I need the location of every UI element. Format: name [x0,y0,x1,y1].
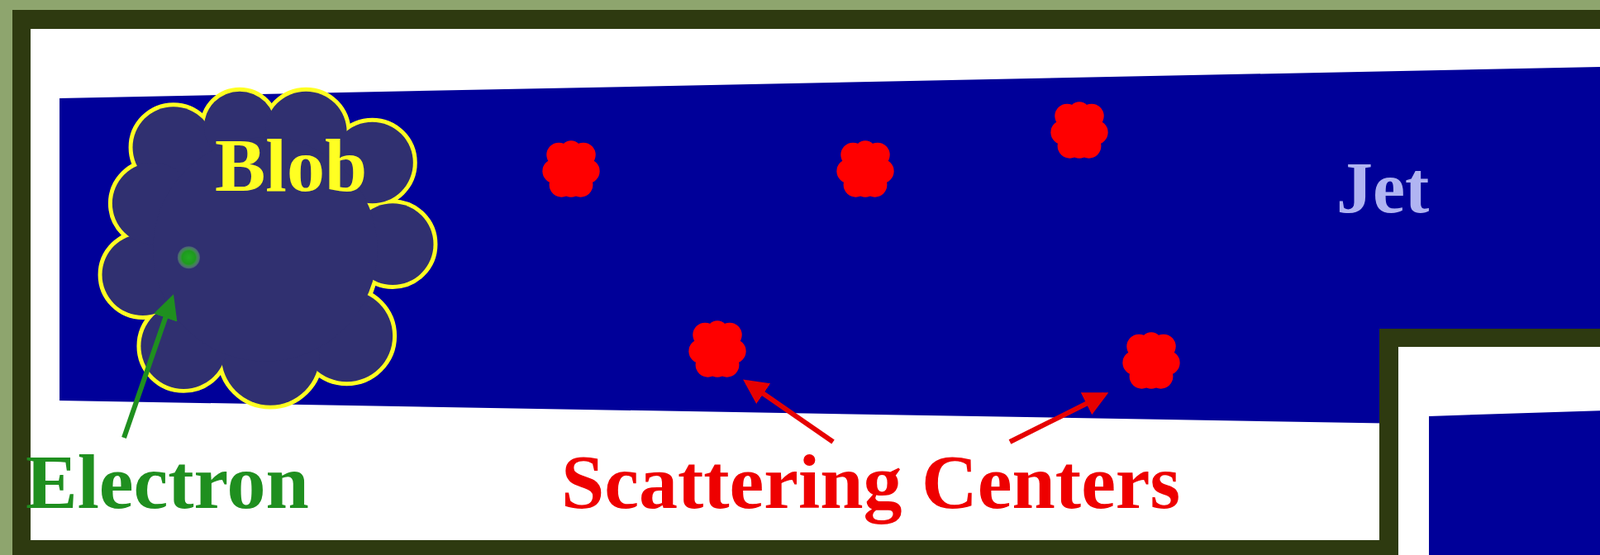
jet-band [59,66,1600,428]
cloud-outline [102,91,434,406]
scattering-center [1050,101,1108,158]
blob-cloud: Blob [96,84,439,416]
scattering-center [836,140,894,197]
jet-band [1428,410,1600,555]
leader-arrow [1009,395,1105,443]
scattering-center [688,320,746,377]
callout-label: Electron [25,442,310,521]
next-slide-frame [1379,328,1600,555]
leader-arrow [123,299,172,439]
electron-dot [177,246,200,269]
callout-label: Scattering Centers [561,442,1181,521]
node-label: Jet [1336,152,1429,225]
scattering-center [542,140,600,197]
node-label: Blob [214,127,367,204]
slide-frame [1379,328,1600,555]
slide-panel [1398,347,1600,555]
jet-band: Jet Blob [59,66,1600,428]
cloud-fill [102,91,434,406]
scattering-center [1122,332,1180,389]
leader-arrow [747,382,834,443]
